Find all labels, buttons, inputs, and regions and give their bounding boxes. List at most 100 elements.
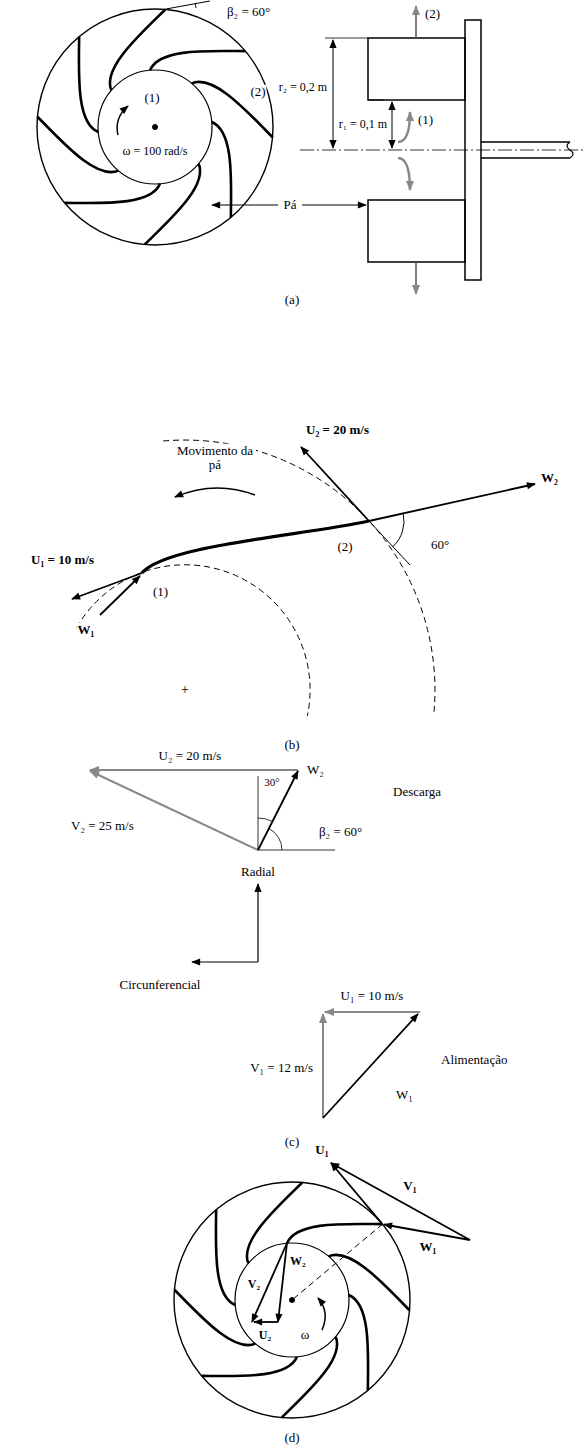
impeller-side-view	[392, 102, 393, 148]
panel-label: (c)	[284, 1135, 300, 1149]
blade	[174, 1182, 409, 1417]
blade	[247, 1182, 302, 1263]
blade	[110, 9, 165, 90]
station-number: (1)	[152, 585, 169, 599]
triangle-title: Descarga	[392, 785, 442, 799]
impeller-vector-view	[254, 1321, 278, 1323]
axis-label: Circunferencial	[119, 978, 202, 992]
blade	[202, 1357, 297, 1376]
velocity-triangles	[257, 884, 258, 962]
velocity-triangles	[258, 776, 259, 850]
center-mark: +	[180, 682, 190, 697]
impeller-vector-view	[331, 1163, 382, 1224]
impeller-side-view	[300, 150, 585, 151]
vector-label: U₁	[314, 1143, 329, 1157]
velocity-triangles	[323, 1014, 418, 1118]
vector-label: U₂ = 20 m/s	[305, 423, 370, 437]
vector-label: U₂ = 20 m/s	[158, 749, 223, 763]
vector-label: W₂	[540, 471, 559, 485]
velocity-triangles	[90, 769, 298, 771]
impeller-front-view	[166, 1, 210, 9]
vector-label: V₂	[247, 1278, 261, 1291]
blade-velocity-sketch	[163, 440, 435, 712]
blade	[174, 1290, 255, 1345]
vector-label: W₁	[419, 1240, 438, 1254]
impeller-vector-view	[174, 1163, 470, 1418]
impeller-front-view	[195, 3, 196, 8]
blade	[282, 1337, 337, 1418]
impeller-side-view	[212, 6, 585, 294]
station-number: (2)	[336, 540, 353, 554]
impeller-front-view	[37, 9, 273, 245]
impeller-side-view	[415, 6, 417, 38]
station-number: (2)	[249, 85, 266, 99]
velocity-triangles	[258, 818, 272, 821]
blade-velocity-sketch	[175, 488, 255, 497]
blade-velocity-sketch	[369, 484, 535, 521]
vector-label: V₁	[402, 1179, 417, 1193]
velocity-triangles	[90, 770, 420, 1118]
angle-label: β₂ = 60°	[226, 5, 271, 19]
angle-label: 30°	[263, 776, 280, 788]
velocity-triangles	[192, 961, 258, 962]
panel-label: (b)	[283, 738, 300, 752]
speed-label: ω = 100 rad/s	[122, 145, 189, 158]
vector-label: W₂	[289, 1255, 307, 1268]
dimension-label: r₂ = 0,2 m	[278, 81, 328, 94]
blade-velocity-sketch	[100, 576, 140, 615]
impeller-front-view	[153, 125, 158, 130]
impeller-vector-view	[318, 1298, 325, 1330]
speed-label: ω	[300, 1328, 311, 1342]
impeller-vector-view	[235, 1243, 349, 1357]
blade	[329, 1255, 410, 1310]
impeller-side-view	[212, 205, 278, 206]
vector-label: W₁	[77, 623, 96, 637]
velocity-triangles	[258, 850, 335, 851]
impeller-side-view	[368, 200, 465, 262]
station-number: (2)	[424, 7, 441, 21]
impeller-side-view	[368, 100, 384, 101]
impeller-side-view	[325, 38, 368, 39]
vector-label: U₂	[258, 1329, 272, 1342]
blade-velocity-sketch	[72, 440, 535, 716]
motion-label: Movimento da pá	[174, 444, 256, 473]
axis-label: Radial	[240, 865, 276, 879]
velocity-triangles	[258, 771, 298, 850]
impeller-vector-view	[174, 1182, 410, 1418]
blade	[79, 37, 98, 132]
triangle-title: Alimentação	[440, 1053, 508, 1067]
velocity-triangles	[325, 1011, 420, 1013]
velocity-triangles	[269, 829, 282, 851]
vector-label: V₁ = 12 m/s	[249, 1061, 314, 1075]
impeller-vector-view	[331, 1163, 470, 1240]
vector-label: U₁ = 10 m/s	[30, 553, 95, 567]
vector-label: W₂	[306, 763, 325, 777]
station-number: (1)	[143, 91, 160, 105]
panel-label: (a)	[284, 293, 300, 307]
impeller-side-view	[398, 158, 410, 190]
panel-label: (d)	[283, 1431, 300, 1445]
dimension-label: r₁ = 0,1 m	[338, 118, 388, 131]
part-name: Pá	[283, 198, 298, 212]
blade	[349, 1295, 368, 1390]
impeller-front-view	[37, 1, 273, 245]
vector-label: W₁	[395, 1088, 414, 1102]
impeller-side-view	[333, 40, 334, 148]
blade-velocity-sketch	[301, 447, 369, 521]
impeller-side-view	[415, 262, 417, 294]
blade	[287, 1224, 382, 1243]
blade	[150, 51, 245, 70]
blade-velocity-sketch	[72, 573, 142, 599]
blade	[145, 164, 200, 245]
angle-label: β₂ = 60°	[318, 825, 363, 839]
impeller-vector-view	[278, 1243, 287, 1322]
blade	[65, 184, 160, 203]
impeller-side-view	[302, 205, 366, 206]
impeller-front-view	[98, 70, 212, 184]
impeller-side-view	[368, 38, 465, 100]
blade-velocity-sketch	[142, 521, 369, 573]
angle-label: 60°	[430, 538, 450, 552]
blade	[216, 1210, 235, 1305]
